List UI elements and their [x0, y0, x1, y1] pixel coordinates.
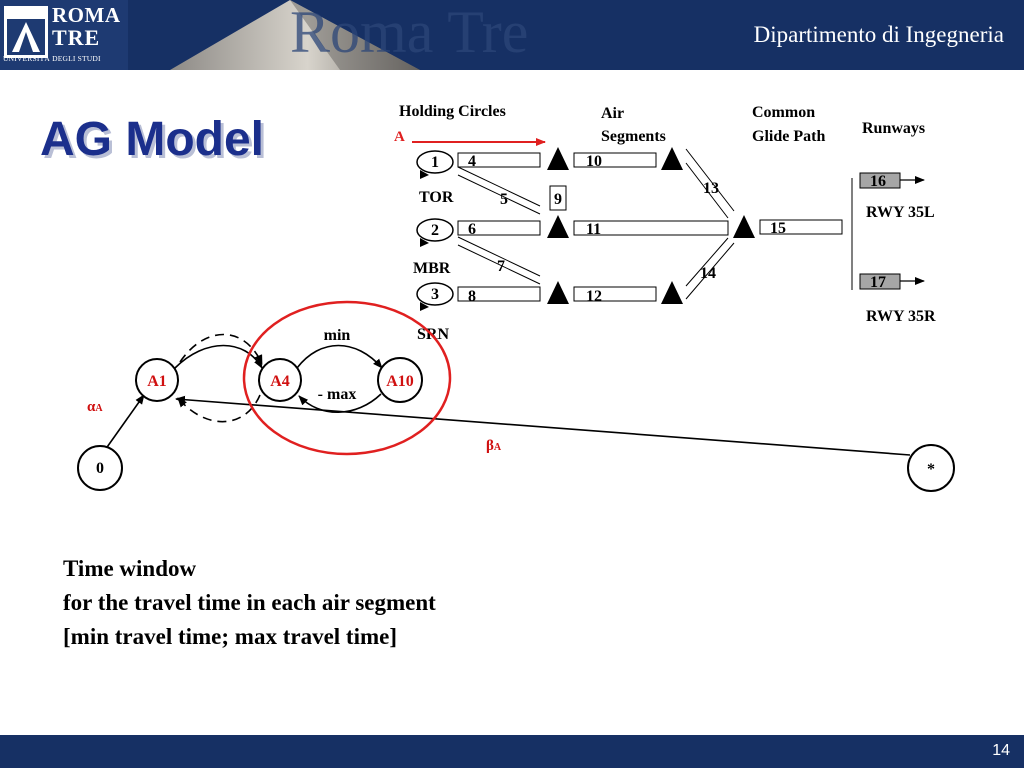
- edge-beta: [175, 395, 911, 456]
- edge-alpha: [104, 394, 145, 451]
- page-number: 14: [992, 742, 1010, 759]
- dashed-arc-bottom: [177, 394, 261, 423]
- connector-7: [457, 236, 541, 285]
- node-label-a4: A4: [270, 373, 290, 390]
- university-logo: ROMA TRE UNIVERSITÀ DEGLI STUDI: [0, 0, 128, 70]
- node-a10: [377, 357, 423, 403]
- body-line-1: Time window: [63, 556, 197, 581]
- logo-text-tre: TRE: [52, 25, 101, 50]
- edge-label-min: min: [324, 327, 351, 344]
- segment-box-9: [549, 185, 567, 211]
- waypoint-triangle-icon: [661, 281, 683, 304]
- beta-label: βA: [486, 438, 502, 454]
- node-label-source: 0: [96, 460, 104, 477]
- segment-bar-11: [573, 220, 729, 236]
- runway-name-35l: RWY 35L: [866, 204, 935, 221]
- circle-label-2: 2: [431, 222, 439, 239]
- segment-number-7: 7: [497, 258, 505, 275]
- waypoint-triangle-icon: [547, 281, 569, 304]
- holding-circle-3: [416, 282, 454, 306]
- pyramid-image: [170, 0, 420, 70]
- header-watermark: Roma Tre: [290, 0, 529, 65]
- slide-footer: 14: [0, 735, 1024, 768]
- col-glide-path-1: Common: [752, 104, 815, 121]
- waypoint-triangle-icon: [661, 147, 683, 170]
- segment-bar-15: [759, 219, 843, 235]
- segment-number-5: 5: [500, 191, 508, 208]
- circle-name-tor: TOR: [419, 189, 454, 206]
- circle-arrow-icon: [420, 170, 429, 179]
- segment-number-10: 10: [586, 153, 602, 170]
- slide-title: AG Model: [40, 113, 264, 166]
- segment-bar-8: [457, 286, 541, 302]
- segment-number-13: 13: [703, 180, 719, 197]
- waypoint-triangle-icon: [547, 147, 569, 170]
- col-glide-path-2: Glide Path: [752, 128, 825, 145]
- node-source: [77, 445, 123, 491]
- node-label-a10: A10: [386, 373, 414, 390]
- segment-number-12: 12: [586, 288, 602, 305]
- node-label-sink: *: [927, 461, 935, 478]
- circle-arrow-icon: [420, 238, 429, 247]
- runway-number-17: 17: [870, 274, 886, 291]
- connector-13: [685, 148, 735, 219]
- body-text: Time window for the travel time in each …: [63, 552, 436, 654]
- segment-number-14: 14: [700, 265, 716, 282]
- holding-circle-2: [416, 218, 454, 242]
- segment-bar-10: [573, 152, 657, 168]
- col-air-segments-2: Segments: [601, 128, 666, 145]
- circle-name-mbr: MBR: [413, 260, 451, 277]
- holding-circle-1: [416, 150, 454, 174]
- circle-arrow-icon: [420, 302, 429, 311]
- connector-5: [457, 166, 541, 215]
- colosseum-arch-icon: [4, 6, 48, 58]
- arc-min: [296, 344, 383, 369]
- arc-a1-a4: [174, 344, 263, 369]
- node-label-a1: A1: [147, 373, 167, 390]
- body-line-3: [min travel time; max travel time]: [63, 624, 397, 649]
- slide-header: ROMA TRE UNIVERSITÀ DEGLI STUDI Roma Tre…: [0, 0, 1024, 70]
- department-name: Dipartimento di Ingegneria: [753, 22, 1004, 47]
- node-a1: [135, 358, 179, 402]
- circle-label-3: 3: [431, 286, 439, 303]
- dashed-arc-top: [179, 333, 263, 365]
- edge-label-max: - max: [318, 386, 357, 403]
- logo-text-roma: ROMA: [52, 3, 121, 27]
- logo-text-university: UNIVERSITÀ DEGLI STUDI: [3, 54, 101, 63]
- connector-14: [685, 237, 735, 300]
- arrival-label: A: [394, 129, 405, 145]
- runway-number-16: 16: [870, 173, 886, 190]
- segment-bar-12: [573, 286, 657, 302]
- highlight-ellipse: [242, 300, 452, 456]
- waypoint-triangle-icon: [733, 215, 755, 238]
- waypoint-triangle-icon: [547, 215, 569, 238]
- col-air-segments-1: Air: [601, 105, 624, 122]
- alpha-label: αA: [87, 399, 103, 415]
- segment-bar-6: [457, 220, 541, 236]
- circle-name-srn: SRN: [417, 326, 449, 343]
- col-runways: Runways: [862, 120, 925, 137]
- node-sink: [907, 444, 955, 492]
- segment-bar-4: [457, 152, 541, 168]
- body-line-2: for the travel time in each air segment: [63, 590, 436, 615]
- segment-number-15: 15: [770, 220, 786, 237]
- node-a4: [258, 358, 302, 402]
- segment-number-6: 6: [468, 221, 476, 238]
- segment-number-4: 4: [468, 153, 476, 170]
- runway-name-35r: RWY 35R: [866, 308, 936, 325]
- col-holding-circles: Holding Circles: [399, 103, 506, 120]
- segment-number-8: 8: [468, 288, 476, 305]
- segment-number-11: 11: [586, 221, 601, 238]
- segment-number-9: 9: [554, 191, 562, 208]
- circle-label-1: 1: [431, 154, 439, 171]
